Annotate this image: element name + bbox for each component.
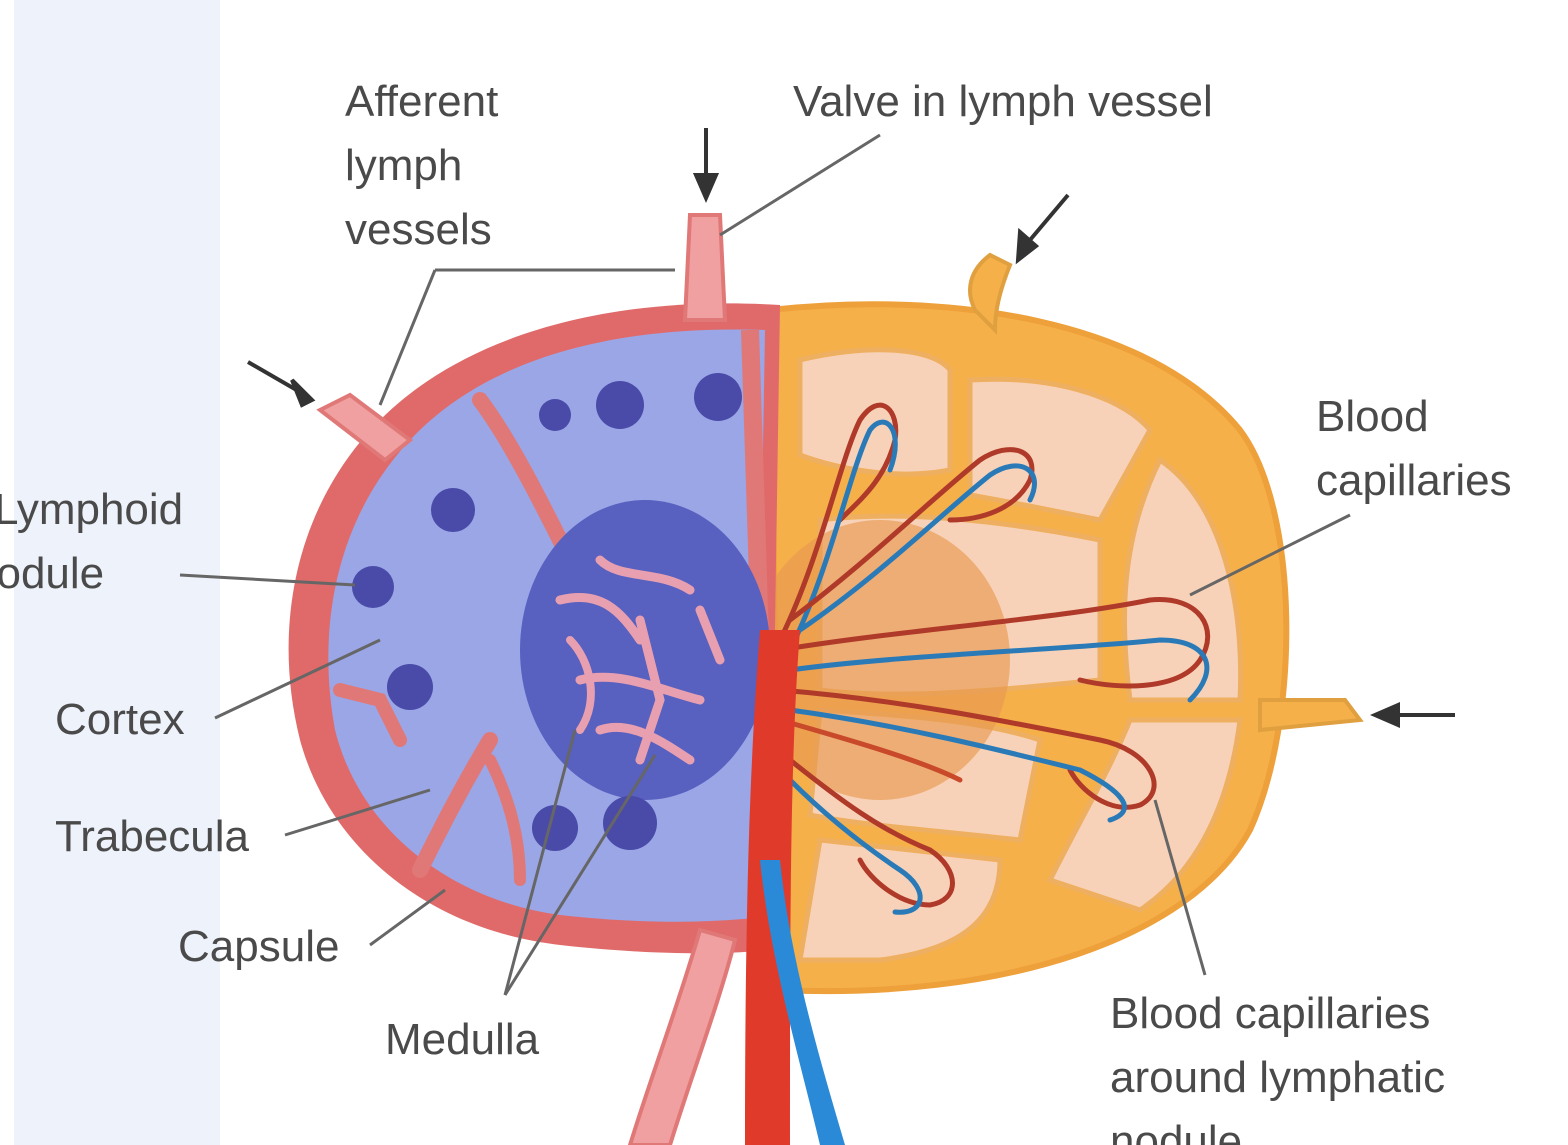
label-blood-capillaries-around-nodule: Blood capillaries around lymphatic nodul… <box>1110 982 1445 1145</box>
arrow-right-icon <box>292 380 312 405</box>
label-medulla: Medulla <box>385 1008 539 1072</box>
label-afferent-line-3: vessels <box>345 198 498 262</box>
label-afferent-line-1: Afferent <box>345 70 498 134</box>
label-trabecula: Trabecula <box>55 805 249 869</box>
arrow-down-icon <box>696 175 716 198</box>
label-lymphoid-line-2: nodule <box>0 542 183 606</box>
label-blood-capillaries: Blood capillaries <box>1316 385 1512 513</box>
label-blood-line-1: Blood <box>1316 385 1512 449</box>
arrow-left-icon <box>1375 705 1398 725</box>
right-half-sinus <box>750 255 1360 991</box>
label-lymphoid-nodule: Lymphoid nodule <box>0 478 183 606</box>
label-blood-line-2: capillaries <box>1316 449 1512 513</box>
label-bcn-line-2: around lymphatic <box>1110 1046 1445 1110</box>
label-cortex: Cortex <box>55 688 185 752</box>
label-afferent-line-2: lymph <box>345 134 498 198</box>
label-valve-in-lymph-vessel: Valve in lymph vessel <box>793 70 1213 134</box>
label-capsule: Capsule <box>178 915 339 979</box>
label-bcn-line-1: Blood capillaries <box>1110 982 1445 1046</box>
label-afferent-lymph-vessels: Afferent lymph vessels <box>345 70 498 262</box>
label-bcn-line-3: nodule <box>1110 1110 1445 1145</box>
label-lymphoid-line-1: Lymphoid <box>0 478 183 542</box>
